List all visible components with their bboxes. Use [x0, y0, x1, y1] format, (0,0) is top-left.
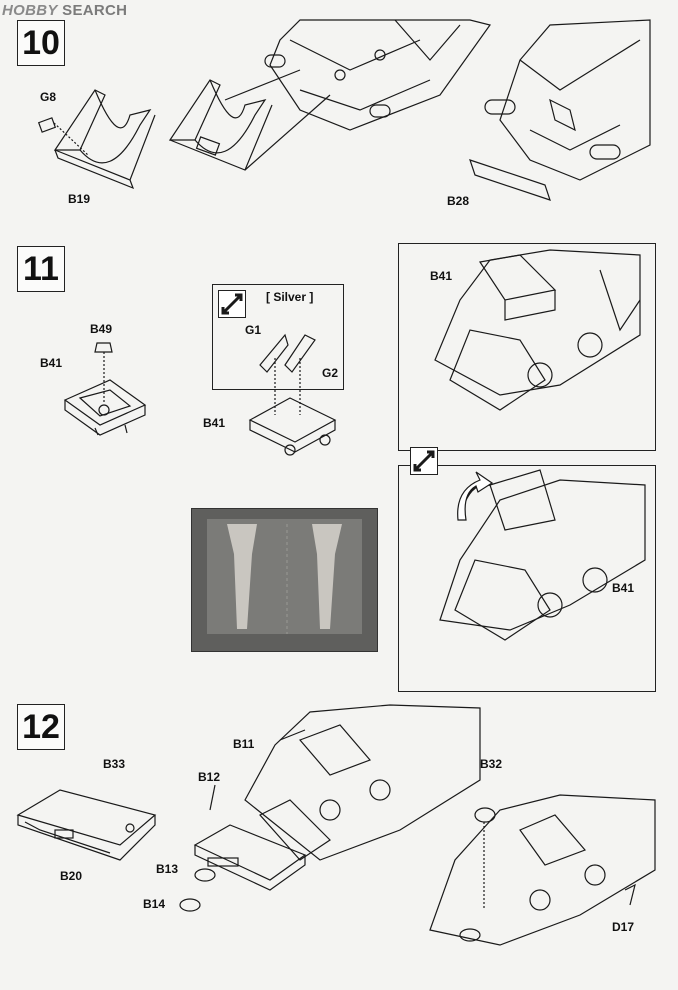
step-11-number: 11: [17, 246, 65, 292]
part-b41-center-drawing: [248, 397, 337, 456]
chassis-step11-top-drawing: [434, 249, 641, 411]
chassis-top-right-drawing: [469, 19, 651, 201]
watermark-brand: HOBBY: [2, 2, 58, 19]
part-label: D17: [612, 920, 635, 934]
parts-g1-g2-box-drawing: [259, 333, 316, 415]
part-label: B14: [143, 897, 166, 911]
part-b41-left-drawing: [63, 342, 147, 436]
step-12-number: 12: [17, 704, 65, 750]
part-label: B11: [233, 737, 255, 751]
part-b19-drawing: [37, 89, 156, 190]
part-bumper-drawing: [179, 729, 307, 912]
watermark-suffix: SEARCH: [62, 2, 128, 19]
part-label: B33: [103, 757, 126, 771]
part-label: G2: [322, 366, 339, 380]
part-label: G1: [245, 323, 262, 337]
part-label: B13: [156, 862, 179, 876]
part-label: B28: [447, 194, 470, 208]
part-label: B41: [40, 356, 63, 370]
part-b33-b20-drawing: [16, 789, 157, 861]
part-label: B12: [198, 770, 221, 784]
rotate-arrow-icon: [457, 471, 494, 521]
chassis-top-middle-drawing: [264, 19, 492, 131]
part-label: B41: [612, 581, 635, 595]
part-label: B32: [480, 757, 503, 771]
part-label: B20: [60, 869, 83, 883]
site-watermark: HOBBY SEARCH: [2, 2, 127, 19]
chassis-step12-middle-drawing: [244, 704, 481, 861]
part-label: G8: [40, 90, 57, 104]
detail-panel-bottom: [398, 465, 656, 692]
part-label: B41: [203, 416, 226, 430]
swap-direction-icon: [410, 447, 438, 475]
part-label: B41: [430, 269, 453, 283]
swap-direction-icon: [218, 290, 246, 318]
paint-color-note: [ Silver ]: [266, 290, 314, 304]
reference-photo: [191, 508, 378, 652]
part-label: B49: [90, 322, 113, 336]
detail-panel-top: [398, 243, 656, 451]
step-10-number: 10: [17, 20, 65, 66]
part-label: B19: [68, 192, 91, 206]
bracket-middle-drawing: [168, 69, 331, 171]
chassis-step12-right-drawing: [429, 794, 656, 946]
detail-box-g1-g2: [212, 284, 344, 390]
